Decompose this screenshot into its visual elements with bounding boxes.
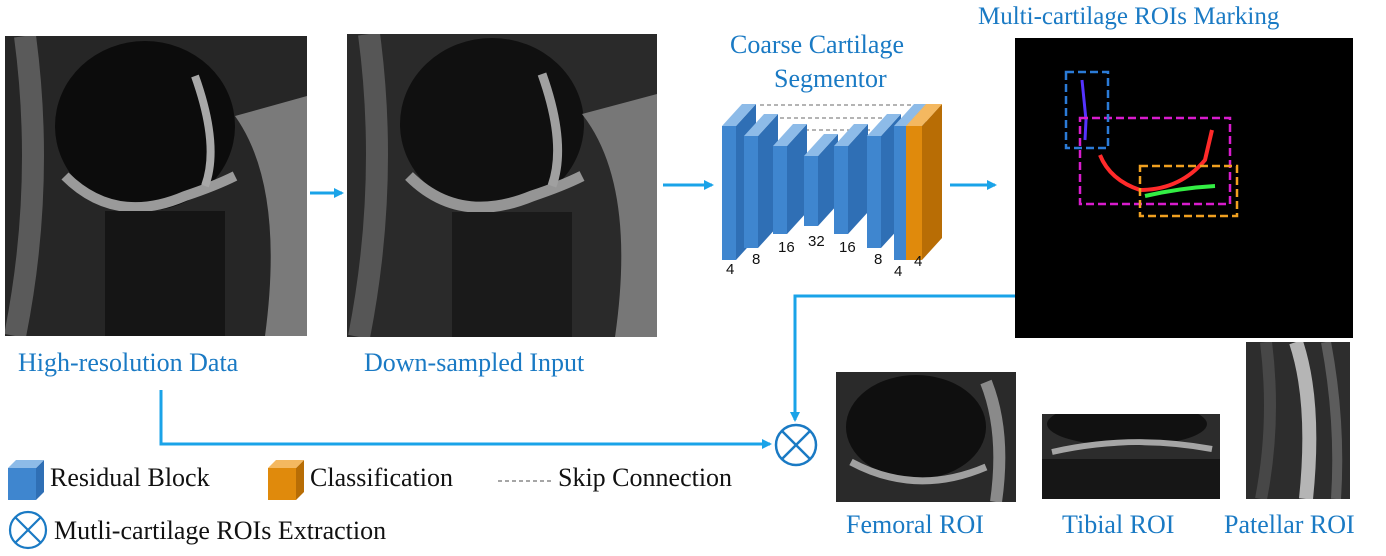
coarse-cartilage-segmentor-network <box>722 104 942 260</box>
channel-label: 16 <box>839 239 856 256</box>
arrow-highres-to-extraction <box>159 390 772 449</box>
legend-residual-label: Residual Block <box>50 463 210 492</box>
segmentor-title-line1: Coarse Cartilage <box>730 30 904 59</box>
marking-title: Multi-cartilage ROIs Marking <box>978 3 1280 30</box>
classification-legend-icon <box>268 460 304 500</box>
channel-label: 32 <box>808 233 825 250</box>
downsampled-caption: Down-sampled Input <box>364 348 585 377</box>
downsampled-mri-image <box>347 34 657 337</box>
tibial-roi-caption: Tibial ROI <box>1062 510 1175 539</box>
channel-label: 8 <box>752 251 760 268</box>
patellar-roi-box <box>1064 70 1110 150</box>
patellar-roi-caption: Patellar ROI <box>1224 510 1355 539</box>
channel-label: 16 <box>778 239 795 256</box>
arrow-marking-to-extraction <box>790 294 1015 422</box>
high-resolution-mri-image <box>5 36 307 336</box>
channel-label: 4 <box>894 263 902 280</box>
tibial-roi-image <box>1042 414 1220 499</box>
legend-classification-label: Classification <box>310 463 453 492</box>
residual-block-5 <box>834 124 868 234</box>
segmentor-title-line2: Segmentor <box>774 64 887 93</box>
channel-label: 8 <box>874 251 882 268</box>
femoral-roi-box <box>1078 116 1232 206</box>
skip-connection-lines <box>760 104 924 131</box>
patellar-roi-image <box>1246 342 1350 499</box>
channel-label: 4 <box>914 253 922 270</box>
femoral-roi-caption: Femoral ROI <box>846 510 984 539</box>
high-resolution-caption: High-resolution Data <box>18 348 239 377</box>
extraction-legend-icon <box>8 510 48 550</box>
legend-skip-label: Skip Connection <box>558 463 733 492</box>
extraction-operator-icon <box>774 423 818 467</box>
residual-block-3 <box>773 124 807 234</box>
legend-extraction-label: Mutli-cartilage ROIs Extraction <box>54 516 387 545</box>
channel-label: 4 <box>726 261 734 278</box>
patellar-segmentation <box>1080 79 1088 141</box>
residual-block-legend-icon <box>8 460 44 500</box>
tibial-segmentation <box>1144 184 1216 198</box>
classification-block <box>906 104 942 260</box>
tibial-roi-box <box>1138 164 1239 218</box>
residual-block-2 <box>744 114 778 248</box>
roi-marking-panel <box>1015 38 1353 338</box>
femoral-roi-image <box>836 372 1016 502</box>
residual-block-4 <box>804 134 838 226</box>
